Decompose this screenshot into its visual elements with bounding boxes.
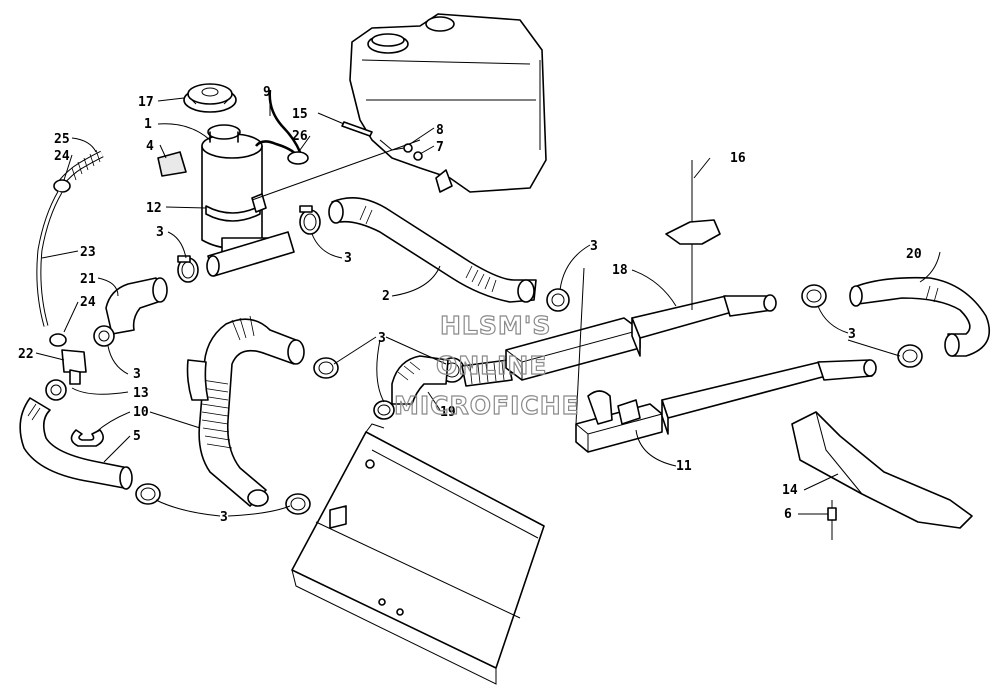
callout-22: 22 (18, 347, 34, 362)
watermark-line-3: MICROFICHE (394, 391, 580, 420)
callout-11: 11 (676, 459, 692, 474)
callout-3-b: 3 (344, 251, 352, 266)
callout-3-g: 3 (848, 327, 856, 342)
hose-clamps (45, 205, 923, 515)
callout-13: 13 (133, 386, 149, 401)
callout-3-a: 3 (156, 225, 164, 240)
callout-16: 16 (730, 151, 746, 166)
rivet-bracket (665, 160, 721, 310)
decal (157, 151, 187, 177)
callout-24-lower: 24 (80, 295, 96, 310)
callout-18: 18 (612, 263, 628, 278)
callout-12: 12 (146, 201, 162, 216)
callout-6: 6 (784, 507, 792, 522)
mounting-hardware (341, 121, 423, 161)
callout-7: 7 (436, 140, 444, 155)
skid-plate (791, 411, 973, 540)
callout-5: 5 (133, 429, 141, 444)
callout-24-upper: 24 (54, 149, 70, 164)
callout-3-c: 3 (133, 367, 141, 382)
hose-clip (70, 429, 104, 447)
watermark-line-1: HLSM'S (440, 311, 551, 340)
corrugated-hose (186, 315, 305, 507)
callout-23: 23 (80, 245, 96, 260)
callout-3-f: 3 (590, 239, 598, 254)
coolant-tank (349, 13, 547, 193)
upper-hose (328, 196, 537, 303)
callout-2: 2 (382, 289, 390, 304)
callout-20: 20 (906, 247, 922, 262)
elbow-hose-19 (391, 355, 449, 405)
callout-19: 19 (440, 405, 456, 420)
filler-canister (201, 124, 295, 277)
tunnel-panel (291, 423, 545, 685)
watermark: HLSM'S ONLINE MICROFICHE (393, 310, 580, 420)
callout-3-e: 3 (378, 331, 386, 346)
callout-8: 8 (436, 123, 444, 138)
callout-21: 21 (80, 272, 96, 287)
overflow-hose (36, 149, 104, 385)
elbow-hose-small (105, 277, 168, 335)
leader-lines (35, 97, 941, 517)
heat-exchanger-front (505, 294, 777, 381)
callout-9: 9 (263, 85, 271, 100)
callout-17: 17 (138, 95, 154, 110)
radiator-cap (183, 83, 237, 113)
u-hose (849, 276, 991, 357)
overflow-tube (255, 89, 309, 165)
callout-4: 4 (146, 139, 154, 154)
callout-1: 1 (144, 117, 152, 132)
alignment-line (251, 139, 421, 201)
lower-left-hose (19, 397, 133, 490)
callout-3-d: 3 (220, 510, 228, 525)
heat-exchanger-rear (575, 359, 877, 453)
callout-25: 25 (54, 132, 70, 147)
callout-15: 15 (292, 107, 308, 122)
callout-14: 14 (782, 483, 798, 498)
callout-labels: 17 9 15 1 26 8 7 4 25 24 12 3 3 23 21 24… (18, 85, 922, 525)
callout-26: 26 (292, 129, 308, 144)
watermark-line-2: ONLINE (436, 351, 547, 380)
callout-10: 10 (133, 405, 149, 420)
